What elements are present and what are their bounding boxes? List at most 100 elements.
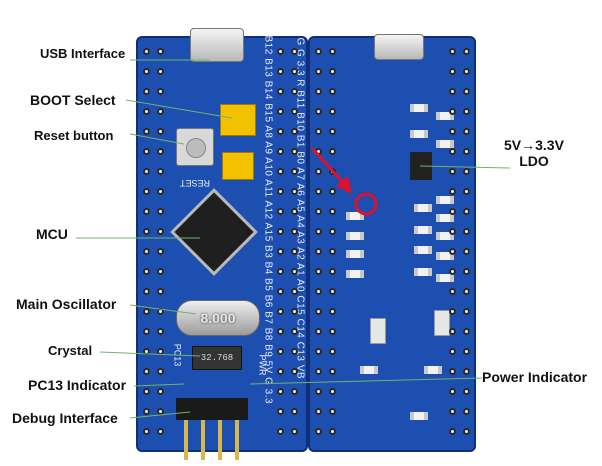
pin-hole xyxy=(463,308,470,315)
debug-pin-3 xyxy=(218,420,222,460)
pin-hole xyxy=(463,168,470,175)
pin-hole xyxy=(277,168,284,175)
pin-hole xyxy=(157,188,164,195)
smd-component xyxy=(346,250,364,258)
pin-hole xyxy=(143,388,150,395)
pin-hole xyxy=(463,228,470,235)
pin-hole xyxy=(449,268,456,275)
pin-hole xyxy=(449,348,456,355)
pin-hole xyxy=(329,428,336,435)
pin-hole xyxy=(291,268,298,275)
pin-hole xyxy=(329,348,336,355)
pin-hole xyxy=(143,268,150,275)
pin-hole xyxy=(449,48,456,55)
pin-hole xyxy=(449,328,456,335)
pin-hole xyxy=(291,168,298,175)
pin-hole xyxy=(449,128,456,135)
pin-hole xyxy=(291,328,298,335)
pin-hole xyxy=(329,288,336,295)
boot-jumper-2 xyxy=(222,152,254,180)
pin-hole xyxy=(291,408,298,415)
capacitor-tantalum xyxy=(370,318,386,344)
pin-hole xyxy=(449,108,456,115)
smd-component xyxy=(436,232,454,240)
pin-hole xyxy=(157,168,164,175)
pin-hole xyxy=(449,248,456,255)
pin-hole xyxy=(277,308,284,315)
pin-hole xyxy=(329,408,336,415)
label-reset-button: Reset button xyxy=(34,128,114,143)
smd-component xyxy=(346,232,364,240)
smd-component xyxy=(436,274,454,282)
reset-button-part xyxy=(176,128,214,166)
pin-hole xyxy=(315,48,322,55)
pin-hole xyxy=(291,348,298,355)
label-power-indicator: Power Indicator xyxy=(482,369,588,385)
pin-hole xyxy=(143,68,150,75)
pin-hole xyxy=(277,108,284,115)
pin-hole xyxy=(157,268,164,275)
crystal-value: 32.768 xyxy=(200,353,234,363)
pin-hole xyxy=(329,248,336,255)
pin-hole xyxy=(143,48,150,55)
label-crystal: Crystal xyxy=(48,343,93,358)
pin-hole xyxy=(277,228,284,235)
pin-hole xyxy=(463,268,470,275)
leader-boot xyxy=(125,99,233,119)
pin-hole xyxy=(157,228,164,235)
pin-hole xyxy=(157,148,164,155)
pin-hole xyxy=(277,128,284,135)
smd-component xyxy=(436,196,454,204)
pin-hole xyxy=(329,148,336,155)
pin-hole xyxy=(315,228,322,235)
smd-component xyxy=(436,140,454,148)
pin-hole xyxy=(315,348,322,355)
pin-hole xyxy=(463,248,470,255)
pin-hole xyxy=(329,88,336,95)
pin-hole xyxy=(143,168,150,175)
label-main-oscillator: Main Oscillator xyxy=(16,296,117,312)
leader-reset xyxy=(129,133,185,145)
pin-hole xyxy=(291,108,298,115)
pin-hole xyxy=(315,288,322,295)
leader-power xyxy=(249,377,483,385)
pin-hole xyxy=(277,188,284,195)
pin-hole xyxy=(315,128,322,135)
pin-hole xyxy=(157,388,164,395)
pin-hole xyxy=(291,368,298,375)
pin-hole xyxy=(463,48,470,55)
pin-hole xyxy=(329,308,336,315)
pin-hole xyxy=(277,68,284,75)
pin-hole xyxy=(277,248,284,255)
leader-ldo xyxy=(419,165,511,169)
pin-hole xyxy=(449,188,456,195)
pin-hole xyxy=(157,48,164,55)
pin-hole xyxy=(277,328,284,335)
pin-hole xyxy=(291,208,298,215)
pin-hole xyxy=(463,368,470,375)
oscillator-part: 8.000 xyxy=(176,300,260,336)
pin-hole xyxy=(329,368,336,375)
pin-hole xyxy=(143,148,150,155)
oscillator-value: 8.000 xyxy=(200,310,236,326)
smd-component xyxy=(346,270,364,278)
debug-pin-1 xyxy=(184,420,188,460)
pin-hole xyxy=(291,88,298,95)
smd-component xyxy=(410,104,428,112)
pin-hole xyxy=(143,408,150,415)
pin-hole xyxy=(449,68,456,75)
pin-hole xyxy=(291,308,298,315)
pin-hole xyxy=(157,428,164,435)
pin-hole xyxy=(449,88,456,95)
pin-hole xyxy=(291,148,298,155)
pin-hole xyxy=(157,288,164,295)
smd-component xyxy=(410,130,428,138)
pin-hole xyxy=(143,108,150,115)
pin-hole xyxy=(329,208,336,215)
pin-hole xyxy=(143,188,150,195)
pin-hole xyxy=(277,388,284,395)
pin-hole xyxy=(143,368,150,375)
pin-hole xyxy=(143,328,150,335)
pin-hole xyxy=(143,128,150,135)
pin-hole xyxy=(463,188,470,195)
